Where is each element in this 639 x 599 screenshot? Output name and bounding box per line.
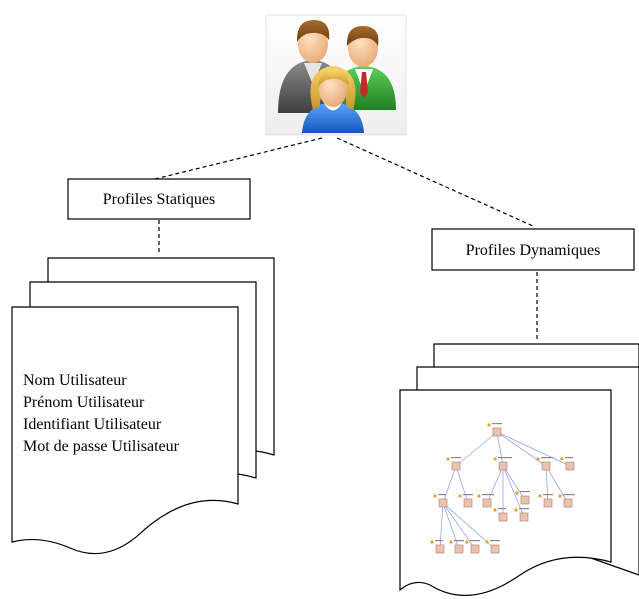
document-sheet-front xyxy=(11,306,239,555)
connectors xyxy=(154,137,538,342)
dynamic-profiles-label: Profiles Dynamiques xyxy=(466,242,601,259)
connector-users-static xyxy=(154,137,323,180)
document-sheet-front xyxy=(399,389,612,596)
static-field-identifier: Identifiant Utilisateur xyxy=(23,416,162,433)
static-field-name: Nom Utilisateur xyxy=(23,372,127,389)
users-group-icon xyxy=(265,14,407,136)
static-field-password: Mot de passe Utilisateur xyxy=(23,438,180,455)
static-profiles-label: Profiles Statiques xyxy=(103,191,215,208)
dynamic-profiles-documents xyxy=(399,343,639,596)
static-field-firstname: Prénom Utilisateur xyxy=(23,394,145,411)
static-profiles-documents xyxy=(11,257,275,555)
ontology-tree-icon xyxy=(430,423,575,554)
connector-users-dynamic xyxy=(336,137,534,227)
dynamic-profiles-box: Profiles Dynamiques xyxy=(431,228,635,271)
static-profiles-box: Profiles Statiques xyxy=(67,178,251,220)
